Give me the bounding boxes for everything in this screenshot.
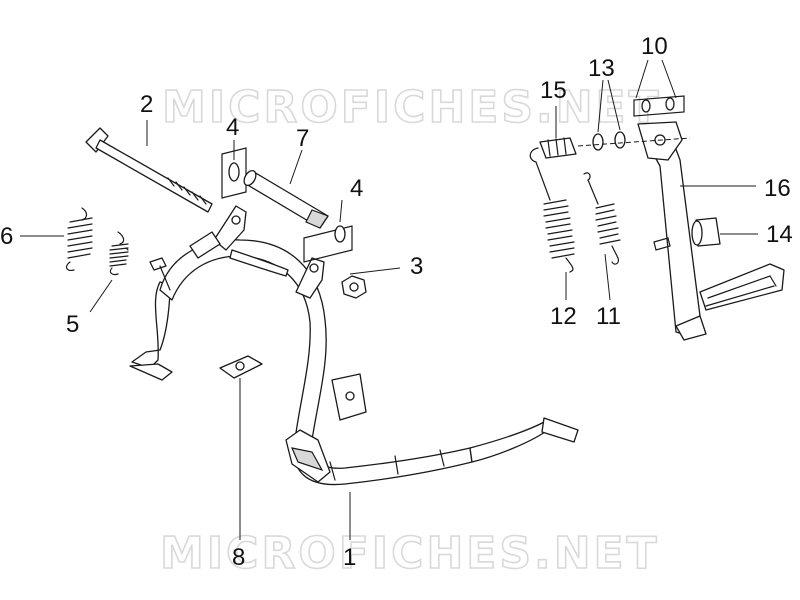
pin-left xyxy=(149,257,171,291)
part-15-pivot-pin xyxy=(539,137,577,159)
callout-4-right: 4 xyxy=(350,175,363,202)
callout-13: 13 xyxy=(588,55,615,82)
callout-5: 5 xyxy=(66,311,79,338)
watermark-top: MICROFICHES.NET xyxy=(162,82,662,133)
part-12-spring xyxy=(529,147,575,273)
part-1-center-stand xyxy=(129,205,579,486)
part-2-bolt xyxy=(85,127,213,213)
callout-16: 16 xyxy=(764,175,791,202)
part-3-nut xyxy=(341,275,367,299)
callout-4-left: 4 xyxy=(226,114,239,141)
part-4-washers xyxy=(221,147,353,263)
leader-lines xyxy=(20,59,758,540)
callout-7: 7 xyxy=(296,125,309,152)
watermark-bottom: MICROFICHES.NET xyxy=(160,528,660,579)
part-7-sleeve xyxy=(243,169,329,229)
callout-11: 11 xyxy=(596,303,621,330)
part-14-bushing xyxy=(653,217,721,251)
callout-6: 6 xyxy=(0,223,13,250)
part-16-side-stand xyxy=(637,121,785,341)
part-8-clip xyxy=(219,355,263,379)
part-11-spring xyxy=(583,172,621,265)
callout-1: 1 xyxy=(343,544,356,571)
callout-15: 15 xyxy=(540,77,567,104)
callout-3: 3 xyxy=(410,253,423,280)
part-5-small-spring xyxy=(109,231,129,276)
callout-10: 10 xyxy=(641,33,668,60)
part-10-washers xyxy=(633,95,685,117)
callout-2: 2 xyxy=(140,91,153,118)
callout-14: 14 xyxy=(766,221,793,248)
callout-8: 8 xyxy=(232,544,245,571)
callout-12: 12 xyxy=(550,303,577,330)
part-6-large-spring xyxy=(65,207,129,271)
part-13-washers xyxy=(577,131,691,151)
